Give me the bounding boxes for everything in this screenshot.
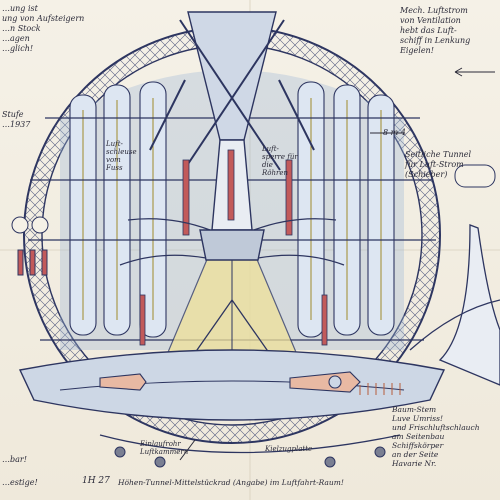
note-right-mid: Seitliche Tunnel für Luft-Strom (Schiebe… [405, 150, 472, 179]
engine-nacelle-right [289, 371, 361, 393]
note-left-mid: Stufe …1937 [2, 110, 31, 129]
note-bottom-mid-label: Kielzugplatte [265, 445, 313, 453]
right-instrument-box [454, 164, 496, 188]
note-scale-mark: 8 m 4 [383, 128, 406, 137]
note-bottom-right: Baum-Stem Luve Umriss! und Frischluftsch… [392, 405, 480, 468]
note-bottom-left-2: …estige! [2, 478, 38, 487]
gas-cell-arrows [82, 98, 382, 320]
lower-gondola [18, 349, 446, 421]
note-center-label: Luft- schleuse vom Fuss [106, 140, 137, 172]
note-center-right-label: Luft- sperre für die Röhren [262, 145, 298, 177]
mast-cross-struts [149, 19, 315, 171]
note-signature-date: 1H 27 [82, 476, 110, 486]
note-top-left: …ung ist ung von Aufsteigern …n Stock …a… [2, 4, 85, 53]
red-pressure-pipes [139, 149, 328, 346]
note-bottom-left: …bar! [2, 455, 27, 464]
left-gauge-panel [11, 216, 49, 276]
annotation-arrows [179, 67, 495, 461]
note-top-right: Mech. Luftstrom von Ventilation hebt das… [400, 6, 471, 55]
engine-nacelle-left [99, 373, 147, 391]
note-bottom-center-small: Einlaufrohr Luftkammern [140, 440, 189, 456]
tail-fin [409, 224, 500, 386]
landing-gear [99, 434, 401, 468]
hatch-marks [359, 383, 401, 395]
note-bottom-center-caption: Höhen-Tunnel-Mittelstückrad (Angabe) im … [118, 478, 344, 487]
